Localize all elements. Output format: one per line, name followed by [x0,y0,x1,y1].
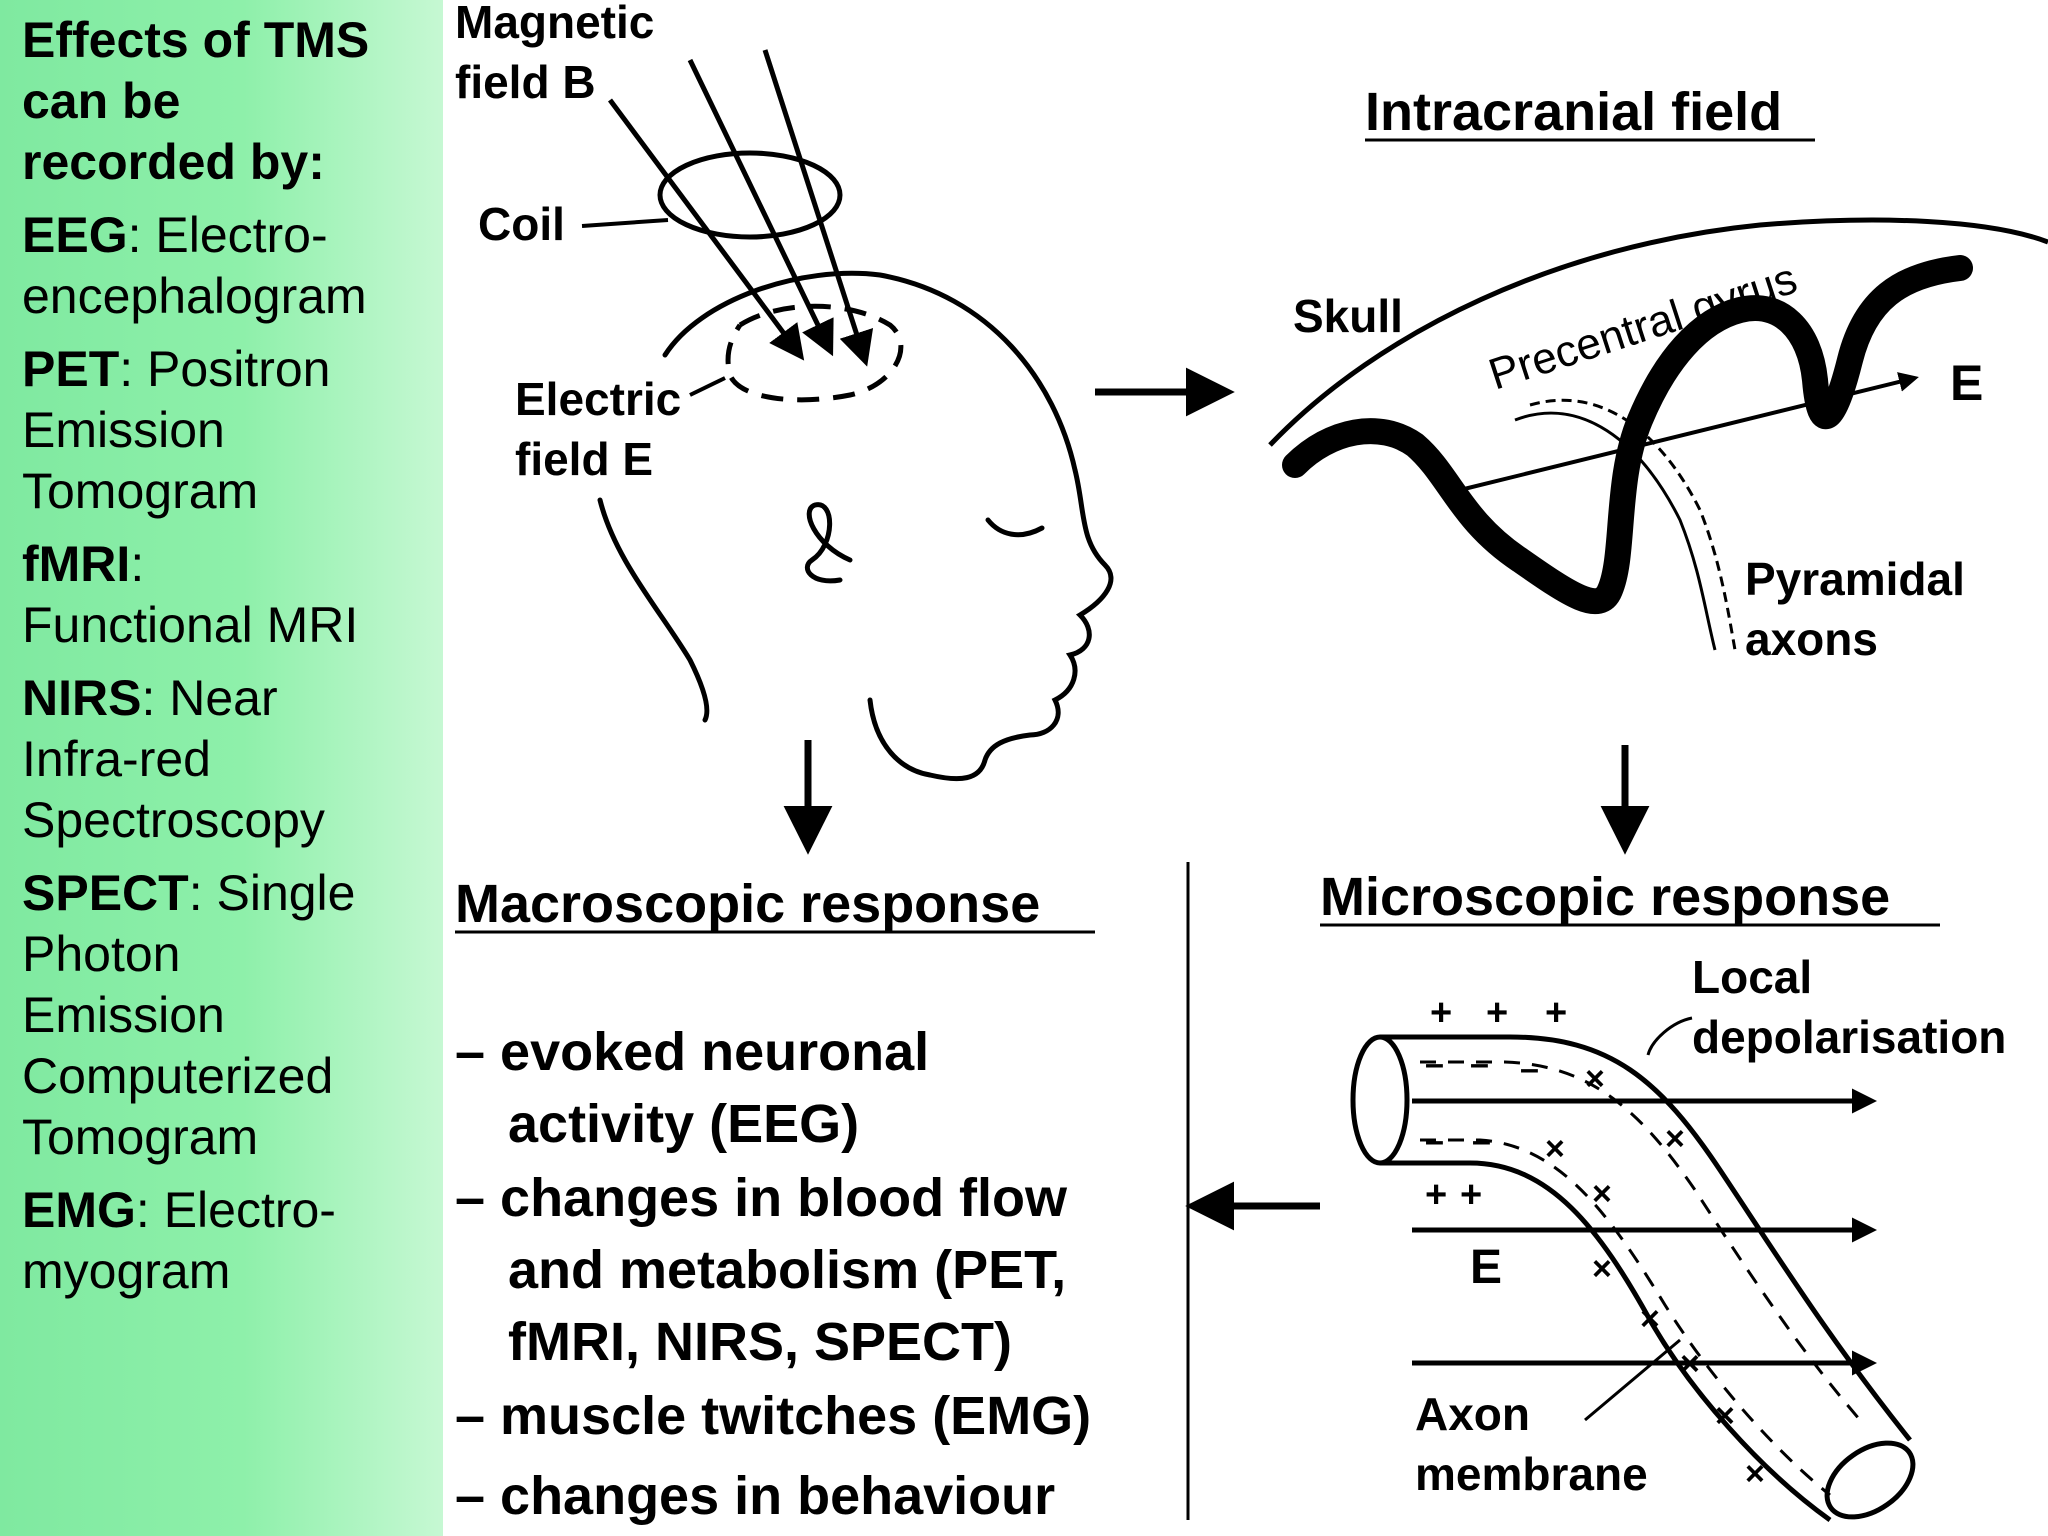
pyramidal-axon [1514,411,1717,651]
entry-abbr: SPECT [22,865,189,921]
response-item: – changes in blood flow [455,1168,1068,1228]
cross-mark: × [1585,1060,1605,1098]
cross-mark: × [1592,1250,1612,1288]
local-leader-line [1646,1016,1693,1056]
response-item: fMRI, NIRS, SPECT) [508,1312,1012,1372]
cross-mark: × [1680,1345,1700,1383]
minus-mark: – [1425,1122,1444,1160]
sidebar-title: Effects of TMS can be recorded by: [22,12,370,190]
coil-icon [657,150,843,240]
cross-mark: × [1640,1300,1660,1338]
electric-leader-line [689,376,726,397]
skull-label: Skull [1293,290,1403,342]
entry-pet: PET: Positron Emission Tomogram [22,339,443,522]
entry-abbr: fMRI [22,536,131,592]
magnetic-field-line [687,58,834,357]
minus-mark: – [1470,1045,1489,1083]
magnetic-field-label: Magnetic [455,0,654,48]
axon-membrane-label: membrane [1415,1448,1648,1500]
intracranial-panel: Intracranial field Skull Precentral gyru… [1268,82,2048,855]
local-depolarisation-label: Local [1692,951,1812,1003]
pyramidal-axon [1529,398,1737,651]
pyramidal-label: axons [1745,613,1878,665]
response-item: – muscle twitches (EMG) [455,1386,1091,1446]
axon-membrane-label: Axon [1415,1388,1530,1440]
head-outline-icon [662,270,1114,782]
axon-membrane-dashed [1420,1138,1831,1497]
e-label: E [1470,1241,1502,1294]
response-item: activity (EEG) [508,1094,859,1154]
magnetic-field-line [607,98,805,361]
entry-desc: : Positron Emission Tomogram [22,341,331,519]
intracranial-heading: Intracranial field [1365,82,1782,142]
microscopic-panel: Microscopic response Local depolarisatio… [1320,867,2006,1523]
entry-desc: : Electro- encephalogram [22,207,367,324]
coil-leader-line [581,218,669,228]
electric-field-label: field E [515,433,653,485]
minus-mark: – [1425,1045,1444,1083]
plus-mark: + [1486,992,1508,1034]
eye-icon [985,517,1045,538]
entry-desc: : Functional MRI [22,536,359,653]
entry-abbr: EEG [22,207,128,263]
axon-end-left [1350,1034,1410,1166]
skull-outline [1268,217,2048,447]
cross-mark: × [1715,1397,1735,1435]
electric-field-label: Electric [515,373,681,425]
entry-spect: SPECT: Single Photon Emission Computeriz… [22,863,443,1168]
entry-nirs: NIRS: Near Infra-red Spectroscopy [22,668,443,851]
head-panel: Magnetic field B Coil Electric field E [455,0,1235,855]
axon-tube [1380,1160,1832,1523]
plus-mark: + [1425,1174,1447,1216]
ear-icon [804,502,853,584]
axon-membrane-dashed [1420,1060,1862,1421]
plus-mark: + [1430,992,1452,1034]
entry-eeg: EEG: Electro- encephalogram [22,205,443,327]
axon-end-right [1824,1440,1916,1520]
entry-abbr: EMG [22,1182,136,1238]
cross-mark: × [1592,1175,1612,1213]
cross-mark: × [1745,1455,1765,1493]
sidebar-panel: Effects of TMS can be recorded by: EEG: … [0,0,443,1536]
plus-mark: + [1545,992,1567,1034]
entry-abbr: NIRS [22,670,142,726]
response-item: – changes in behaviour [455,1466,1055,1526]
pyramidal-label: Pyramidal [1745,553,1965,605]
entry-fmri: fMRI: Functional MRI [22,534,443,656]
cross-mark: × [1545,1130,1565,1168]
axon-leader-line [1584,1338,1681,1422]
macroscopic-panel: Macroscopic response – evoked neuronal a… [455,874,1095,1526]
e-field-arrow [1459,372,1919,492]
macroscopic-heading: Macroscopic response [455,874,1040,934]
response-item: and metabolism (PET, [508,1240,1066,1300]
magnetic-field-label: field B [455,56,596,108]
minus-mark: – [1472,1122,1491,1160]
microscopic-heading: Microscopic response [1320,867,1890,927]
tms-diagram: Magnetic field B Coil Electric field E I… [455,0,2048,1526]
axon-tube [1380,1034,1912,1442]
cross-mark: × [1665,1120,1685,1158]
entry-emg: EMG: Electro- myogram [22,1180,443,1302]
entry-desc: : Electro- myogram [22,1182,336,1299]
gyrus-band [1282,255,1973,615]
gyrus-label: Precentral gyrus [1483,254,1803,400]
coil-label: Coil [478,198,565,250]
e-label: E [1950,355,1983,411]
local-depolarisation-label: depolarisation [1692,1011,2006,1063]
minus-mark: – [1520,1050,1539,1088]
entry-desc: : Near Infra-red Spectroscopy [22,670,325,848]
response-item: – evoked neuronal [455,1022,929,1082]
entry-desc: : Single Photon Emission Computerized To… [22,865,356,1165]
neck-outline-icon [597,497,710,723]
plus-mark: + [1460,1174,1482,1216]
entry-abbr: PET [22,341,120,397]
